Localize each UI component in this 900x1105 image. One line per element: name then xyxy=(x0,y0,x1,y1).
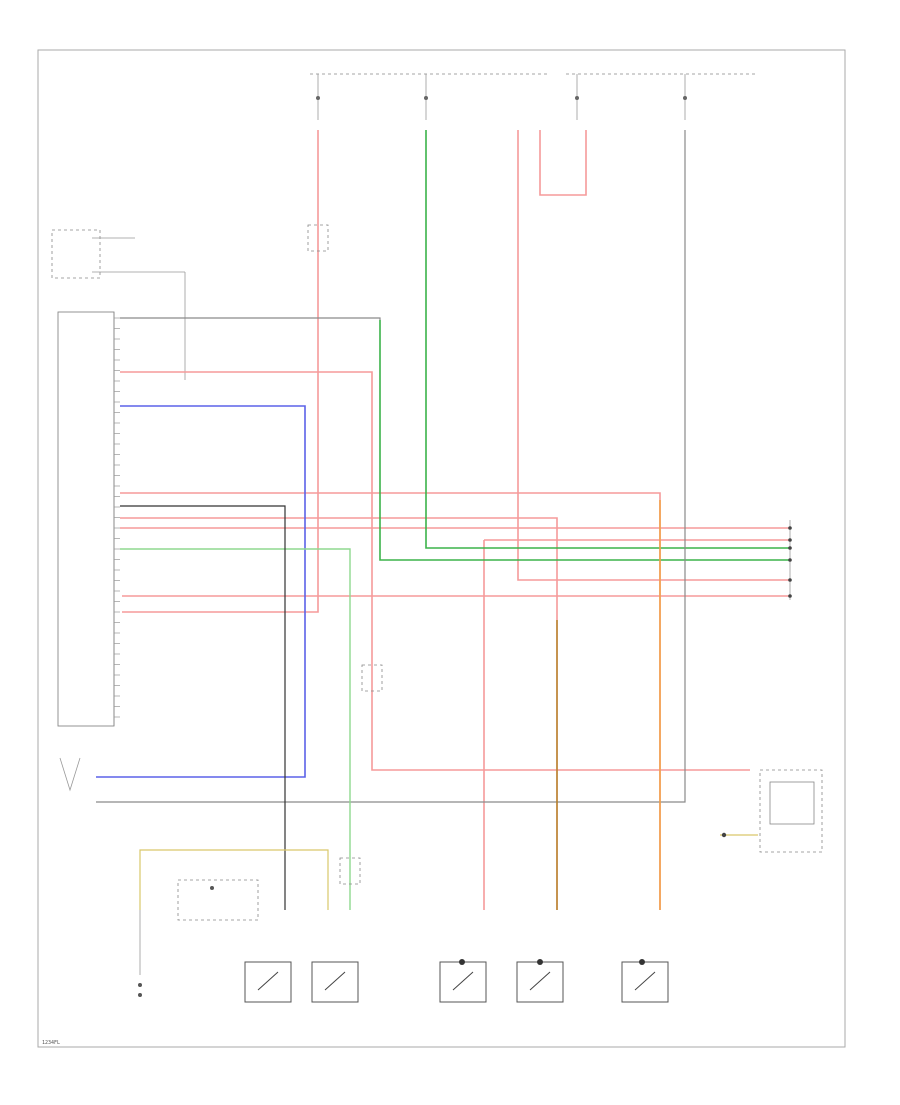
lower-left-sensor xyxy=(59,757,81,792)
left-sensor-box xyxy=(51,229,101,279)
switch-3 xyxy=(439,959,487,1003)
right-connector xyxy=(788,520,792,600)
wire-gray-right xyxy=(96,130,686,803)
footer-code: 1234FL xyxy=(42,1040,60,1046)
inline-connector-top xyxy=(307,224,329,252)
switch-row xyxy=(244,959,669,1003)
wire-black xyxy=(120,505,286,910)
wire-gray-top xyxy=(120,317,381,320)
diagram-border xyxy=(37,49,846,1048)
wire-yellow xyxy=(139,849,329,910)
wires-red xyxy=(120,130,790,910)
switch-1 xyxy=(244,961,292,1003)
switch-5 xyxy=(621,959,669,1003)
pin-column xyxy=(114,317,120,718)
wire-blue xyxy=(96,405,306,778)
inline-connector-low xyxy=(339,857,361,885)
wire-light-green xyxy=(120,548,351,910)
wires-green xyxy=(379,130,790,561)
relay-box xyxy=(759,769,823,853)
ground-left xyxy=(138,910,142,997)
switch-2 xyxy=(311,961,359,1003)
control-module xyxy=(57,311,115,727)
top-fuse-bus xyxy=(310,73,758,120)
switch-4 xyxy=(516,959,564,1003)
ground-note-box xyxy=(177,879,259,921)
inline-connector-mid xyxy=(361,664,383,692)
